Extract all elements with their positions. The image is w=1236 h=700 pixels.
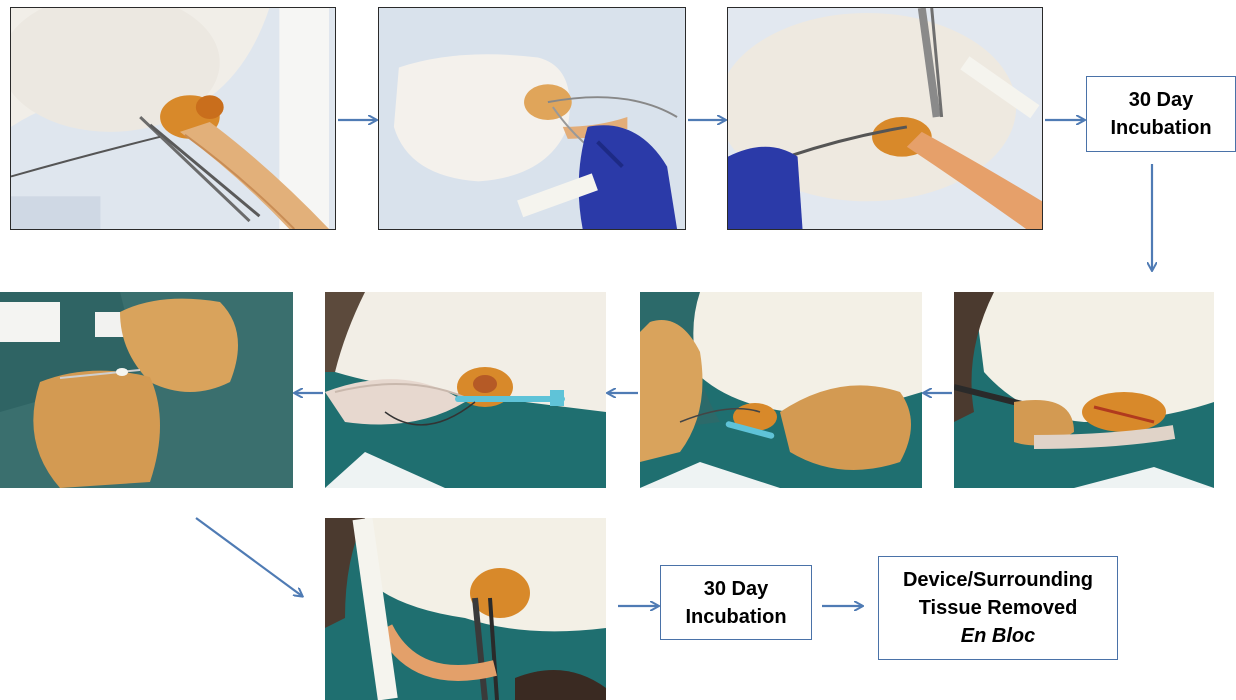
photo-iodine-prep-forceps xyxy=(10,7,336,230)
arrow-diagonal-to-closure xyxy=(196,518,302,596)
removal-box: Device/Surrounding Tissue Removed En Blo… xyxy=(878,556,1118,660)
photo-clamp-tail-base xyxy=(727,7,1043,230)
removal-box-line3: En Bloc xyxy=(961,622,1035,650)
photo-wire-placement-blue-glove xyxy=(378,7,686,230)
incubation-box-2: 30 Day Incubation xyxy=(660,565,812,640)
incubation-box-1-line1: 30 Day xyxy=(1129,86,1194,114)
photo-needle-held-tan-gloves xyxy=(0,292,293,488)
removal-box-line2: Tissue Removed xyxy=(919,594,1078,622)
incubation-box-2-line2: Incubation xyxy=(685,603,786,631)
incubation-box-1-line2: Incubation xyxy=(1110,114,1211,142)
removal-box-line1: Device/Surrounding xyxy=(903,566,1093,594)
photo-scalpel-incision xyxy=(954,292,1214,488)
photo-catheter-tunnel xyxy=(325,292,606,488)
incubation-box-1: 30 Day Incubation xyxy=(1086,76,1236,152)
incubation-box-2-line1: 30 Day xyxy=(704,575,769,603)
photo-forceps-closure xyxy=(325,518,606,700)
photo-catheter-insertion xyxy=(640,292,922,488)
